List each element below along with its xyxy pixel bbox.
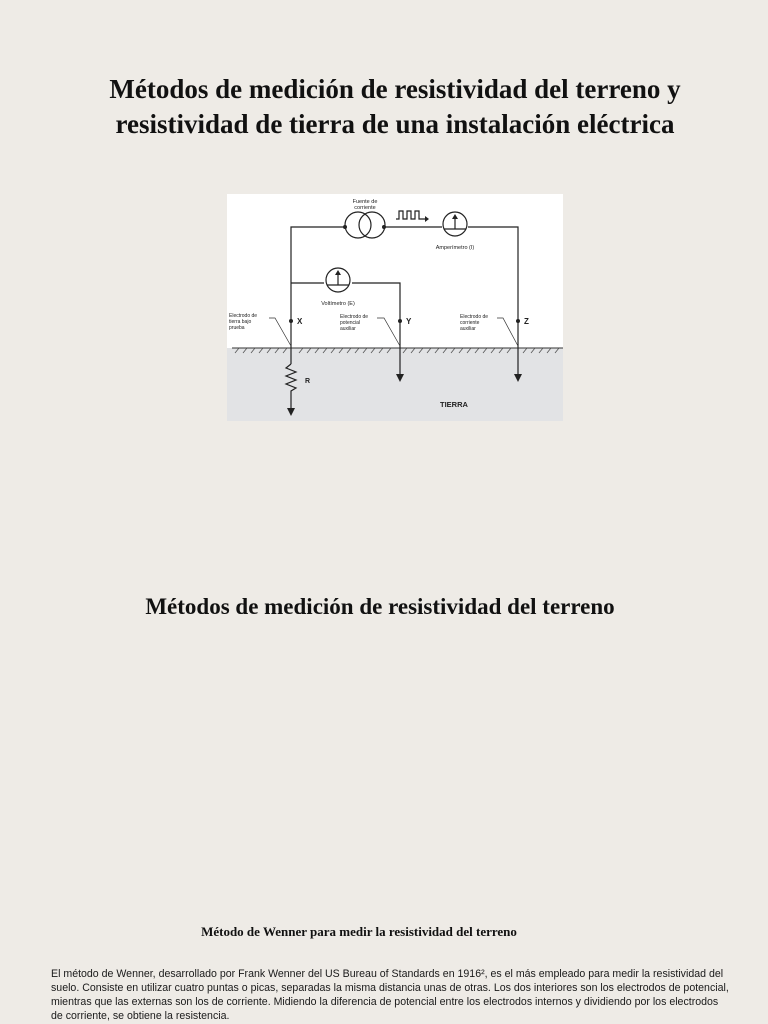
- svg-text:Electrodo de: Electrodo de: [340, 314, 368, 320]
- svg-text:Y: Y: [406, 317, 412, 326]
- svg-text:Amperímetro (I): Amperímetro (I): [436, 245, 475, 251]
- svg-text:X: X: [297, 317, 303, 326]
- ammeter-icon: [442, 211, 468, 237]
- svg-text:auxiliar: auxiliar: [340, 326, 356, 332]
- section-title: Métodos de medición de resistividad del …: [145, 594, 615, 619]
- svg-text:potencial: potencial: [340, 320, 360, 326]
- body-paragraph: El método de Wenner, desarrollado por Fr…: [51, 968, 729, 1022]
- svg-text:Voltímetro (E): Voltímetro (E): [321, 301, 355, 307]
- svg-text:prueba: prueba: [229, 325, 245, 331]
- svg-text:auxiliar: auxiliar: [460, 326, 476, 332]
- ground-area: [227, 348, 563, 421]
- current-source-icon: [344, 211, 386, 239]
- svg-text:tierra bajo: tierra bajo: [229, 319, 251, 325]
- square-wave-icon: [396, 210, 425, 220]
- svg-text:R: R: [305, 378, 310, 385]
- svg-text:Electrodo de: Electrodo de: [460, 314, 488, 320]
- svg-text:Fuente de: Fuente de: [353, 199, 378, 205]
- svg-text:corriente: corriente: [460, 320, 480, 326]
- circuit-diagram-figure: Fuente de corriente Amperímetro (I) Volt…: [227, 194, 563, 421]
- svg-text:TIERRA: TIERRA: [440, 400, 469, 409]
- svg-text:corriente: corriente: [354, 205, 375, 211]
- voltmeter-icon: [325, 267, 351, 293]
- subsection-title: Método de Wenner para medir la resistivi…: [201, 924, 517, 939]
- svg-text:Z: Z: [524, 317, 529, 326]
- ground-hatch: [234, 347, 560, 354]
- main-title: Métodos de medición de resistividad del …: [109, 74, 681, 139]
- svg-text:Electrodo de: Electrodo de: [229, 313, 257, 319]
